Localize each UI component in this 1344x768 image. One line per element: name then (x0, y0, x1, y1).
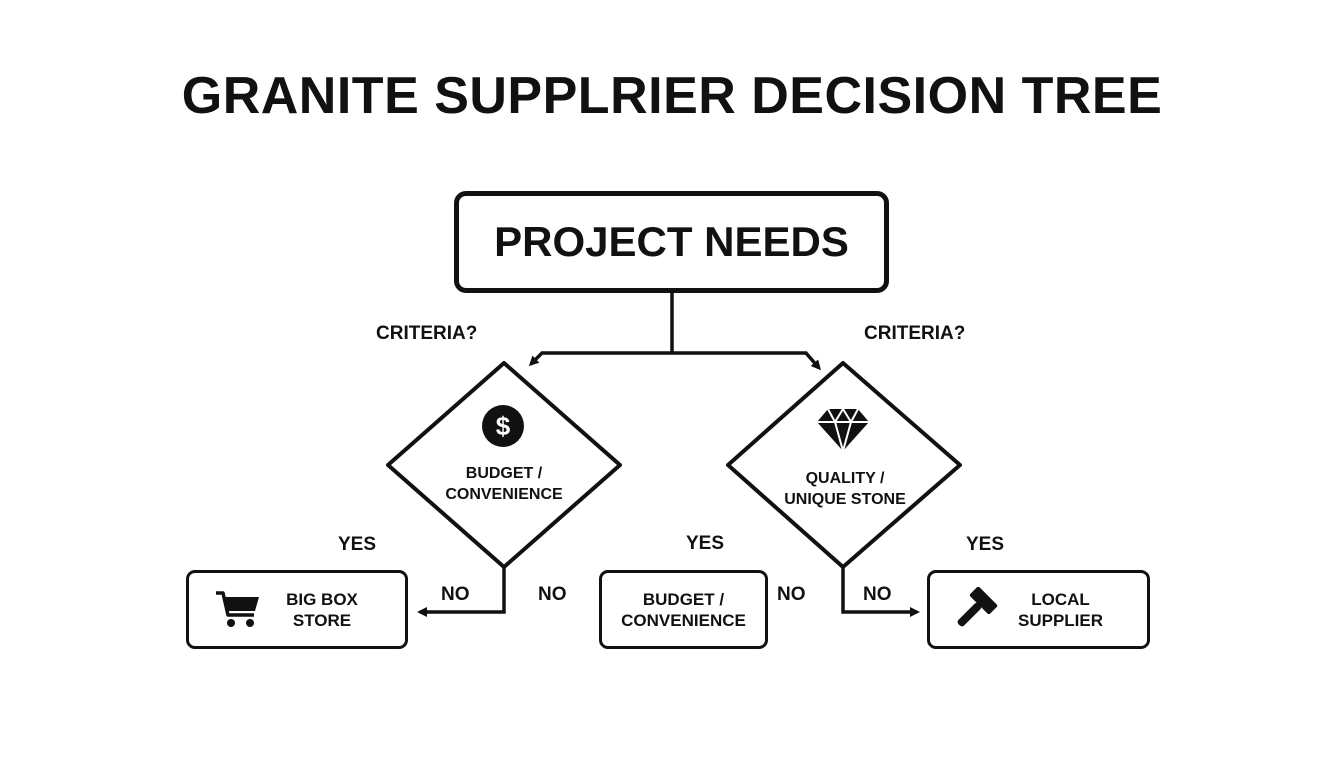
shopping-cart-icon (215, 589, 261, 634)
no-label-middle-right: NO (777, 584, 806, 605)
no-label-right: NO (863, 584, 892, 605)
outcome-budget-convenience: BUDGET / CONVENIENCE (599, 570, 768, 649)
right-no-arrow (841, 567, 920, 617)
left-branch-arrow (528, 351, 672, 367)
decision-left-label: BUDGET / CONVENIENCE (445, 465, 563, 503)
criteria-label-left: CRITERIA? (376, 323, 478, 344)
right-branch-arrow (672, 351, 821, 371)
root-node: PROJECT NEEDS (454, 191, 889, 293)
outcome-local-label: LOCAL SUPPLIER (1017, 589, 1104, 630)
diamond-icon (816, 407, 870, 455)
criteria-label-right: CRITERIA? (864, 323, 966, 344)
no-label-left: NO (441, 584, 470, 605)
outcome-big-box-store: BIG BOX STORE (186, 570, 408, 649)
root-node-label: PROJECT NEEDS (494, 218, 849, 265)
decision-right-label: QUALITY / UNIQUE STONE (784, 470, 906, 508)
svg-text:$: $ (496, 411, 511, 441)
left-no-arrow (417, 567, 506, 617)
yes-label-middle: YES (686, 533, 725, 554)
outcome-local-supplier: LOCAL SUPPLIER (927, 570, 1150, 649)
decision-diamond-right (726, 361, 962, 569)
yes-label-left: YES (338, 534, 377, 555)
hammer-icon (950, 586, 998, 638)
outcome-middle-label: BUDGET / CONVENIENCE (621, 589, 746, 630)
no-label-middle-left: NO (538, 584, 567, 605)
yes-label-right: YES (966, 534, 1005, 555)
dollar-icon: $ (481, 404, 525, 448)
page-title: GRANITE SUPPLRIER DECISION TREE (181, 67, 1163, 125)
outcome-big-box-label: BIG BOX STORE (286, 589, 358, 630)
